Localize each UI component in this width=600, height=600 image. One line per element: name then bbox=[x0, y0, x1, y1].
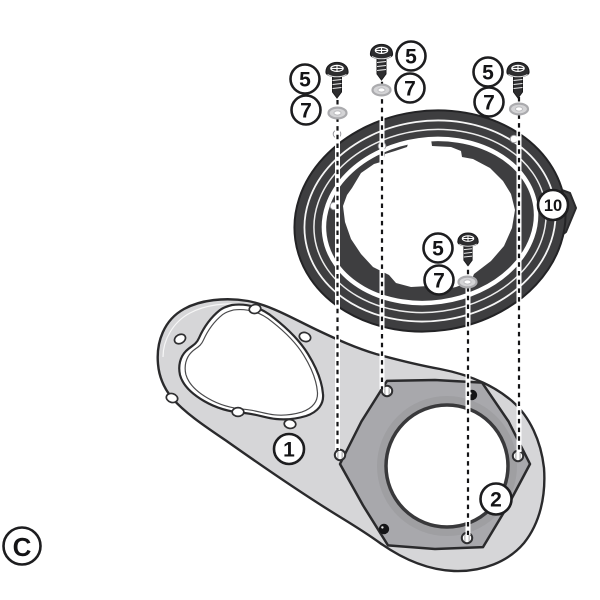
callout-label: 7 bbox=[483, 92, 495, 115]
ring-nut bbox=[333, 378, 532, 551]
washer-icon bbox=[508, 102, 530, 116]
callout-label: 5 bbox=[299, 69, 311, 92]
screw-icon bbox=[506, 61, 530, 99]
callout-screw: 5 bbox=[422, 232, 454, 264]
section-label: C bbox=[2, 526, 42, 566]
callout-label: 1 bbox=[283, 439, 295, 462]
callout-label: 2 bbox=[490, 489, 502, 512]
ring-nut-center-hole bbox=[384, 403, 510, 529]
callout-washer: 7 bbox=[473, 86, 505, 118]
callout-label: 5 bbox=[405, 46, 417, 69]
plate-hole bbox=[231, 406, 245, 418]
plate-hole bbox=[282, 417, 298, 431]
screw-icon bbox=[369, 43, 394, 81]
ring-nut-shading bbox=[377, 396, 517, 536]
guide-lines bbox=[335, 73, 522, 535]
callout-flange-ring: 10 bbox=[536, 188, 570, 222]
callout-label: 7 bbox=[404, 78, 416, 101]
callout-label: 5 bbox=[482, 62, 494, 85]
screw-icon bbox=[325, 61, 349, 99]
callout-label: 7 bbox=[300, 100, 312, 123]
callout-label: 7 bbox=[433, 270, 445, 293]
callout-label: 5 bbox=[432, 238, 444, 261]
section-label-text: C bbox=[13, 532, 32, 562]
callout-washer: 7 bbox=[394, 72, 426, 104]
callout-screw: 5 bbox=[472, 56, 504, 88]
plate-top-highlight bbox=[162, 303, 248, 358]
ring-nut-hole bbox=[511, 449, 525, 463]
callout-washer: 7 bbox=[423, 264, 455, 296]
callout-plate: 1 bbox=[272, 432, 306, 466]
plate-gasket-line bbox=[184, 308, 319, 416]
callout-screw: 5 bbox=[289, 63, 321, 95]
ring-nut-pin bbox=[378, 523, 390, 535]
callout-label: 10 bbox=[544, 197, 562, 215]
callout-washer: 7 bbox=[290, 94, 322, 126]
washer-icon bbox=[371, 83, 392, 97]
washer-icon bbox=[457, 275, 478, 289]
callout-ring-nut: 2 bbox=[479, 482, 513, 516]
washer-icon bbox=[327, 106, 348, 120]
ring-nut-hole bbox=[333, 448, 347, 462]
callout-screw: 5 bbox=[395, 40, 427, 72]
flange-ring bbox=[293, 109, 577, 333]
